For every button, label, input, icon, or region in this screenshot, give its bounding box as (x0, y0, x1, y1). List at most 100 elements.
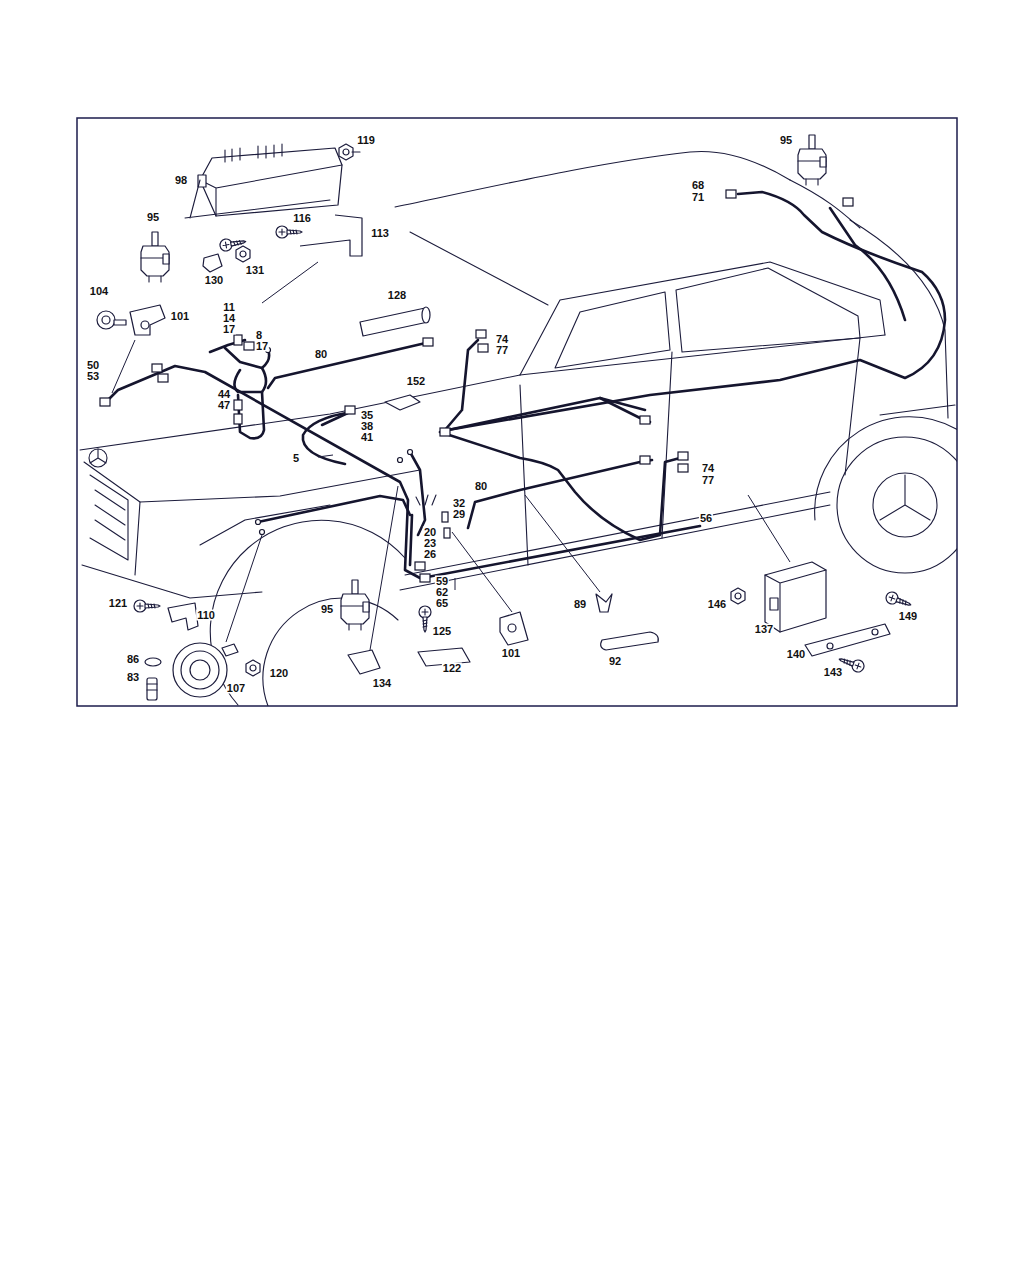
leader-lines-piece (525, 495, 600, 592)
car-body-piece (82, 565, 262, 598)
parts-piece (200, 165, 342, 216)
car-body-piece (676, 268, 860, 352)
callout-number: 56 (699, 513, 713, 524)
wiring-harness-piece (678, 452, 688, 460)
callout-number: 80 (474, 481, 488, 492)
callout-number: 101 (501, 648, 521, 659)
callout-number: 71 (691, 192, 705, 203)
callout-number: 44 (217, 389, 231, 400)
car-body-piece (90, 449, 106, 463)
leader-lines (112, 262, 790, 650)
callout-number: 149 (898, 611, 918, 622)
car-body-piece (84, 462, 420, 502)
wiring-harness-piece (408, 450, 413, 455)
parts-piece (339, 144, 353, 160)
callout-number: 98 (174, 175, 188, 186)
parts-piece (508, 624, 516, 632)
callout-number: 86 (126, 654, 140, 665)
wiring-harness-piece (234, 414, 242, 424)
car-body-piece (405, 492, 830, 575)
wiring-harness-piece (726, 190, 736, 198)
parts-piece (246, 660, 260, 676)
wiring-harness-piece (444, 528, 450, 538)
parts-piece (102, 316, 110, 324)
callout-number: 5 (292, 453, 300, 464)
car-body-piece (845, 338, 860, 475)
wiring-harness-piece (468, 460, 652, 528)
callout-number: 14 (222, 313, 236, 324)
car-body-piece (80, 375, 520, 450)
callout-number: 140 (786, 649, 806, 660)
parts-piece (341, 580, 369, 630)
callout-number: 53 (86, 371, 100, 382)
wiring-harness-piece (478, 344, 488, 352)
callout-number: 62 (435, 587, 449, 598)
parts-piece (114, 320, 126, 325)
wiring-harness-piece (100, 398, 110, 406)
callout-number: 65 (435, 598, 449, 609)
car-body-piece (210, 520, 405, 705)
car-body-piece (815, 417, 957, 520)
parts-piece (596, 594, 612, 612)
parts-piece (168, 603, 198, 630)
car-body-piece (873, 473, 937, 537)
callout-number: 8 (255, 330, 263, 341)
wiring-harness-piece (420, 574, 430, 582)
callout-number: 20 (423, 527, 437, 538)
callout-number: 26 (423, 549, 437, 560)
parts-piece (141, 321, 149, 329)
wiring-harness-piece (158, 374, 168, 382)
wiring-harness-piece (640, 416, 650, 424)
callout-number: 35 (360, 410, 374, 421)
leader-lines-piece (262, 262, 318, 303)
car-body-piece (90, 475, 128, 560)
car-body-piece (520, 385, 528, 565)
wiring-harness-piece (268, 342, 430, 388)
callout-number: 41 (360, 432, 374, 443)
parts-piece (422, 307, 430, 323)
wiring-harness-piece (843, 198, 853, 206)
callout-number: 95 (779, 135, 793, 146)
callout-number: 77 (701, 475, 715, 486)
car-body-piece (520, 335, 885, 375)
callout-number: 11 (222, 302, 236, 313)
wiring-harness-piece (440, 428, 450, 436)
parts-piece (134, 600, 160, 612)
leader-lines-piece (748, 495, 790, 562)
callout-number: 121 (108, 598, 128, 609)
parts-piece (130, 305, 165, 335)
callout-number: 131 (245, 265, 265, 276)
parts-piece (276, 226, 302, 238)
parts-piece (827, 643, 833, 649)
leader-lines-piece (370, 486, 398, 650)
wiring-harness-piece (106, 366, 420, 578)
callout-number: 23 (423, 538, 437, 549)
wiring-harness-piece (640, 456, 650, 464)
car-body-piece (880, 475, 930, 520)
callout-number: 107 (226, 683, 246, 694)
callout-number: 47 (217, 400, 231, 411)
car-body-piece (263, 598, 398, 706)
callout-number: 130 (204, 275, 224, 286)
wiring-harness-piece (830, 208, 905, 320)
car-body-piece (395, 151, 790, 207)
wiring-harness-piece (234, 368, 266, 392)
parts-piece (219, 236, 247, 252)
parts-piece (731, 588, 745, 604)
wiring-harness-piece (244, 342, 254, 350)
car-body-piece (95, 490, 125, 540)
wiring-harness-piece (303, 412, 352, 464)
car-body-piece (89, 449, 107, 467)
parts-piece (203, 254, 222, 272)
wiring-harness-piece (440, 432, 680, 540)
wiring-harness-piece (234, 400, 242, 410)
leader-lines-piece (112, 340, 135, 393)
leader-lines-piece (452, 532, 512, 612)
parts-piece (352, 151, 360, 152)
wiring-harness-piece (234, 335, 242, 345)
car-body-piece (135, 502, 140, 575)
callout-number: 137 (754, 624, 774, 635)
parts-piece (97, 311, 115, 329)
leader-lines-piece (226, 535, 262, 642)
